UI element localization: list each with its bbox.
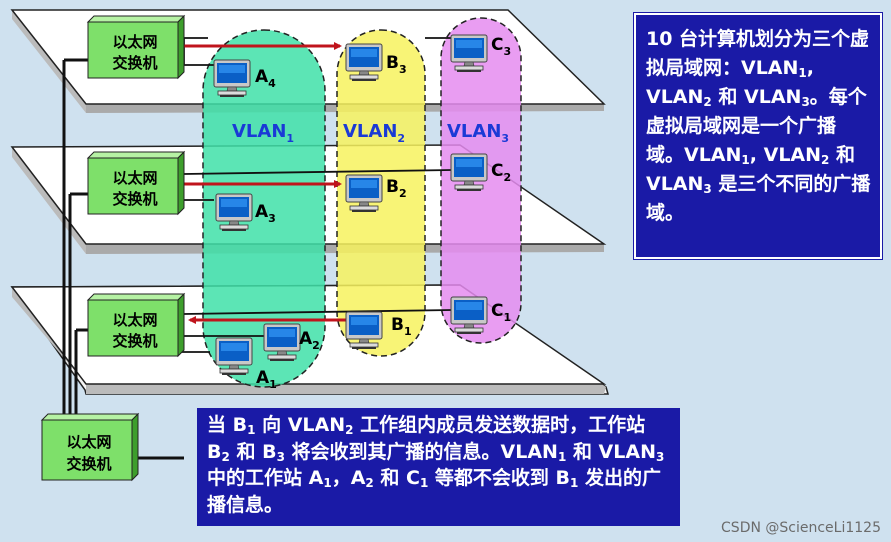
subscript: 2 [365,476,374,490]
text-segment: , VLAN [646,57,814,108]
switch-label-line1: 以太网 [112,169,157,187]
subscript: 3 [801,95,810,109]
switches: 以太网 交换机 以太网 交换机 以太网 交换机 以太网 交换机 [40,14,186,482]
computer-icon [215,337,253,376]
text-segment: 和 C [373,467,420,489]
text-segment: ，A [331,467,366,489]
text-segment: 向 VLAN [255,414,346,436]
info-text-box: 10 台计算机划分为三个虚拟局域网：VLAN1, VLAN2 和 VLAN3。每… [633,12,883,260]
computer-icon [450,153,488,192]
switch-label-line2: 交换机 [112,190,157,208]
switch-floor-3[interactable]: 以太网 交换机 [86,14,186,80]
switch-floor-2[interactable]: 以太网 交换机 [86,150,186,216]
text-segment: 中的工作站 A [207,467,324,489]
subscript: 2 [221,449,230,464]
vlan3-label: VLAN3 [447,121,509,145]
watermark: CSDN @ScienceLi1125 [721,520,881,536]
subscript: 2 [703,95,712,109]
subscript: 1 [247,423,256,437]
vlan1-label: VLAN1 [232,121,294,145]
computer-icon [345,43,383,82]
computer-icon [213,59,251,98]
switch-label-line2: 交换机 [112,54,157,72]
subscript: 3 [703,182,712,196]
switch-label-line1: 以太网 [112,33,157,51]
computer-icon [450,296,488,335]
text-segment: 等都不会收到 B [428,467,571,489]
subscript: 1 [419,476,429,490]
text-segment: 工作组内成员发送数据时，工作站 B [207,414,646,463]
vlan2-label: VLAN2 [343,121,405,145]
vlan-labels: VLAN1 VLAN2 VLAN3 [232,121,509,145]
subscript: 1 [557,449,567,464]
switch-label-line1: 以太网 [66,433,111,451]
station-label-a1: A1 [256,368,277,391]
station-label-c1: C1 [491,301,511,324]
text-segment: 当 B [207,414,248,436]
text-segment: , VLAN [749,144,822,166]
subscript: 1 [798,66,807,80]
switch-label-line1: 以太网 [112,311,157,329]
station-label-a3: A3 [255,202,276,225]
computer-icon [450,34,488,73]
station-label-b2: B2 [386,177,407,200]
switch-main[interactable]: 以太网 交换机 [40,412,140,482]
subscript: 2 [821,153,830,167]
text-segment: 发出的广播信息。 [207,467,662,516]
switch-label-line2: 交换机 [66,455,111,473]
station-label-a2: A2 [299,329,320,352]
text-segment: 。每个虚拟局域网是一个广播域。VLAN [646,86,867,166]
vlan1-region [202,29,326,388]
text-segment: 和 VLAN [711,86,802,108]
switch-floor-1[interactable]: 以太网 交换机 [86,292,186,358]
text-segment: 和 VLAN [566,440,656,463]
subscript: 1 [741,153,750,167]
text-segment: 和 B [229,440,277,463]
station-label-b1: B1 [391,315,412,338]
switch-label-line2: 交换机 [112,332,157,350]
trunk-lines [62,58,184,460]
station-label-a4: A4 [255,67,276,90]
computer-icon [345,174,383,213]
station-label-c3: C3 [491,35,511,58]
subscript: 1 [570,476,579,490]
subscript: 3 [655,449,665,464]
broadcast-arrows [184,42,346,324]
subscript: 3 [276,449,285,464]
computer-icon [345,311,383,350]
station-label-b3: B3 [386,53,407,76]
text-segment: 是三个不同的广播域。 [646,173,871,224]
subscript: 2 [345,423,354,437]
station-labels: A4 B3 C3 A3 B2 C2 A2 A1 B1 C1 [255,35,511,391]
text-segment: 和 VLAN [646,144,856,195]
subscript: 1 [323,476,332,490]
note-text-box: 当 B1 向 VLAN2 工作组内成员发送数据时，工作站 B2 和 B3 将会收… [197,408,680,526]
computer-icon [215,193,253,232]
text-segment: 10 台计算机划分为三个虚拟局域网：VLAN [646,28,870,79]
station-label-c2: C2 [491,161,511,184]
text-segment: 将会收到其广播的信息。VLAN [284,440,558,463]
computer-icon [263,323,301,362]
